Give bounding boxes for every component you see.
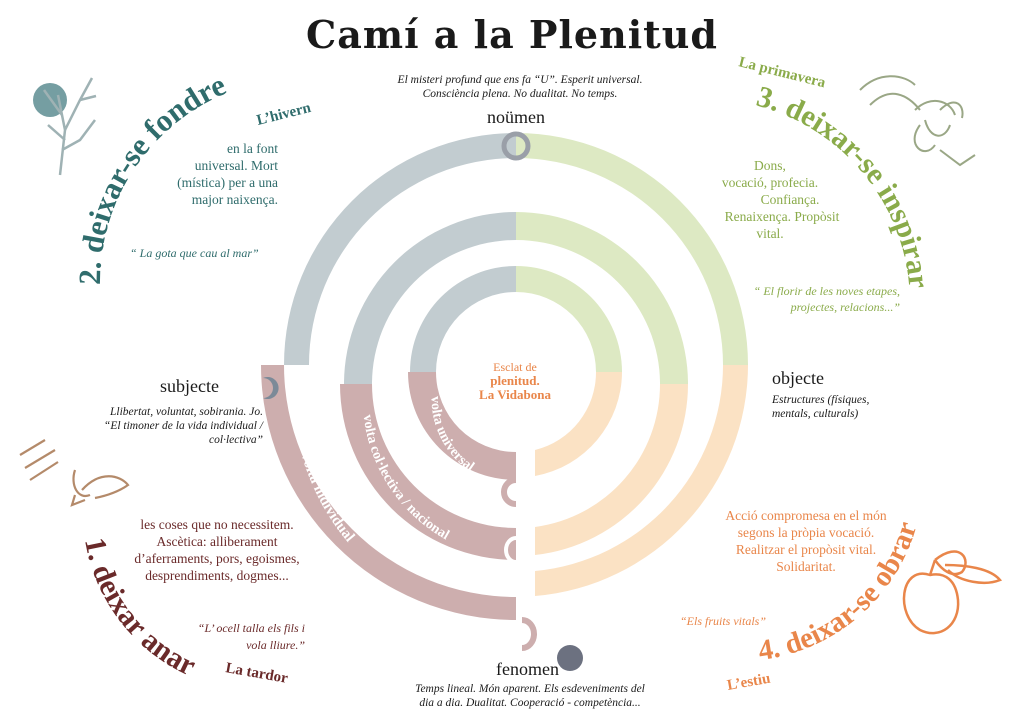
stage3-text-line: vocació, profecia. — [721, 175, 819, 190]
season-autumn: La tardor — [224, 660, 289, 687]
fenomen-description: Temps lineal. Món aparent. Els esdevenim… — [395, 682, 665, 710]
subjecte-desc-line: col·lectiva” — [209, 434, 263, 446]
noumen-desc-line: El misteri profund que ens fa “U”. Esper… — [397, 74, 643, 86]
fenomen-desc-line: dia a dia. Dualitat. Cooperació - compet… — [419, 697, 641, 709]
ring-hook-outer — [521, 617, 537, 651]
subjecte-desc-line: “El timoner de la vida individual / — [103, 420, 263, 432]
stage4-text: Acció compromesa en el món segons la prò… — [696, 507, 916, 575]
center-line: Esclat de — [493, 360, 537, 374]
fenomen-desc-line: Temps lineal. Món aparent. Els esdevenim… — [415, 683, 645, 695]
stage2-text-line: universal. Mort — [194, 158, 278, 173]
ring-middle-winter — [344, 212, 516, 384]
stage3-text-line: Confiança. — [760, 192, 820, 207]
fenomen-dot-icon — [557, 645, 583, 671]
subjecte-description: Llibertat, voluntat, sobirania. Jo. “El … — [88, 405, 263, 447]
stage3-text-line: Renaixença. Propòsit — [724, 209, 840, 224]
subjecte-desc-line: Llibertat, voluntat, sobirania. Jo. — [109, 406, 263, 418]
ring-inner — [408, 266, 622, 480]
ring-middle-summer — [535, 384, 688, 555]
stage3-text-line: vital. — [756, 226, 784, 241]
bird-icon — [19, 439, 130, 507]
fruit-icon — [902, 550, 1003, 635]
stage3-text: Dons, vocació, profecia. Confiança. Rena… — [700, 157, 840, 242]
season-summer: L’estiu — [726, 671, 772, 694]
ring-inner-autumn — [408, 372, 516, 480]
stage2-text-line: en la font — [227, 141, 278, 156]
stage1-text-line: d’aferraments, pors, egoismes, — [134, 551, 300, 566]
ring-inner-summer — [535, 372, 622, 476]
stage1-quote-line: “L’ ocell talla els fils i — [197, 621, 305, 635]
stage2-text-line: major naixença. — [191, 192, 278, 207]
center-label: Esclat de plenitud. La Vidabona — [450, 360, 580, 402]
fenomen-label: fenomen — [496, 659, 559, 679]
noumen-description: El misteri profund que ens fa “U”. Esper… — [340, 73, 700, 101]
stage1-text-line: les coses que no necessitem. — [140, 517, 294, 532]
objecte-desc-line: mentals, culturals) — [772, 408, 859, 420]
stage3-text-line: Dons, — [754, 158, 786, 173]
stage1-text: les coses que no necessitem. Ascètica: a… — [112, 516, 322, 584]
stage3-quote-line: projectes, relacions...” — [790, 300, 900, 314]
winter-tree-icon — [33, 77, 97, 176]
ring-outer-spring — [516, 133, 748, 365]
stage4-text-line: Acció compromesa en el món — [725, 508, 887, 523]
subjecte-label: subjecte — [160, 376, 219, 396]
ring-middle-autumn — [340, 384, 516, 560]
objecte-description: Estructures (físiques, mentals, cultural… — [772, 393, 922, 421]
noumen-ring-icon — [501, 131, 531, 161]
ring-middle — [340, 212, 688, 560]
stage1-text-line: desprendiments, dogmes... — [145, 568, 289, 583]
center-line: La Vidabona — [479, 387, 551, 402]
ring-outer-autumn — [261, 365, 516, 620]
stage2-quote: “ La gota que cau al mar” — [130, 246, 259, 260]
flower-icon — [859, 75, 976, 167]
noumen-label: noümen — [487, 107, 545, 127]
stage4-quote: “Els fruits vitals” — [680, 614, 767, 628]
stage1-text-line: Ascètica: alliberament — [156, 534, 278, 549]
ring-inner-winter — [410, 266, 516, 372]
stage4-text-line: segons la pròpia vocació. — [737, 525, 875, 540]
stage2-text: en la font universal. Mort (mística) per… — [148, 140, 278, 208]
objecte-label: objecte — [772, 368, 824, 388]
objecte-desc-line: Estructures (físiques, — [772, 394, 870, 406]
noumen-desc-line: Consciència plena. No dualitat. No temps… — [422, 88, 618, 100]
stage4-text-line: Realitzar el propòsit vital. — [735, 542, 877, 557]
stage1-quote-line: vola lliure.” — [246, 638, 305, 652]
ring-outer-summer — [535, 365, 748, 596]
season-spring: La primavera — [737, 54, 827, 91]
page-title: Camí a la Plenitud — [306, 12, 718, 57]
stage3-quote: “ El florir de les noves etapes, project… — [720, 283, 900, 315]
season-winter: L’hivern — [255, 100, 313, 129]
ring-middle-spring — [516, 212, 688, 384]
stage3-quote-line: “ El florir de les noves etapes, — [753, 284, 900, 298]
ring-inner-spring — [516, 266, 622, 372]
stage2-text-line: (mística) per a una — [177, 175, 278, 190]
ring-hook-inner — [501, 477, 517, 507]
stage4-text-line: Solidaritat. — [776, 559, 836, 574]
stage1-quote: “L’ ocell talla els fils i vola lliure.” — [170, 620, 305, 654]
subjecte-moon-icon — [263, 377, 279, 399]
center-line: plenitud. — [490, 373, 540, 388]
ring-hook-middle — [504, 536, 517, 564]
ring-outer-winter — [284, 133, 516, 365]
ring-outer — [261, 133, 748, 620]
